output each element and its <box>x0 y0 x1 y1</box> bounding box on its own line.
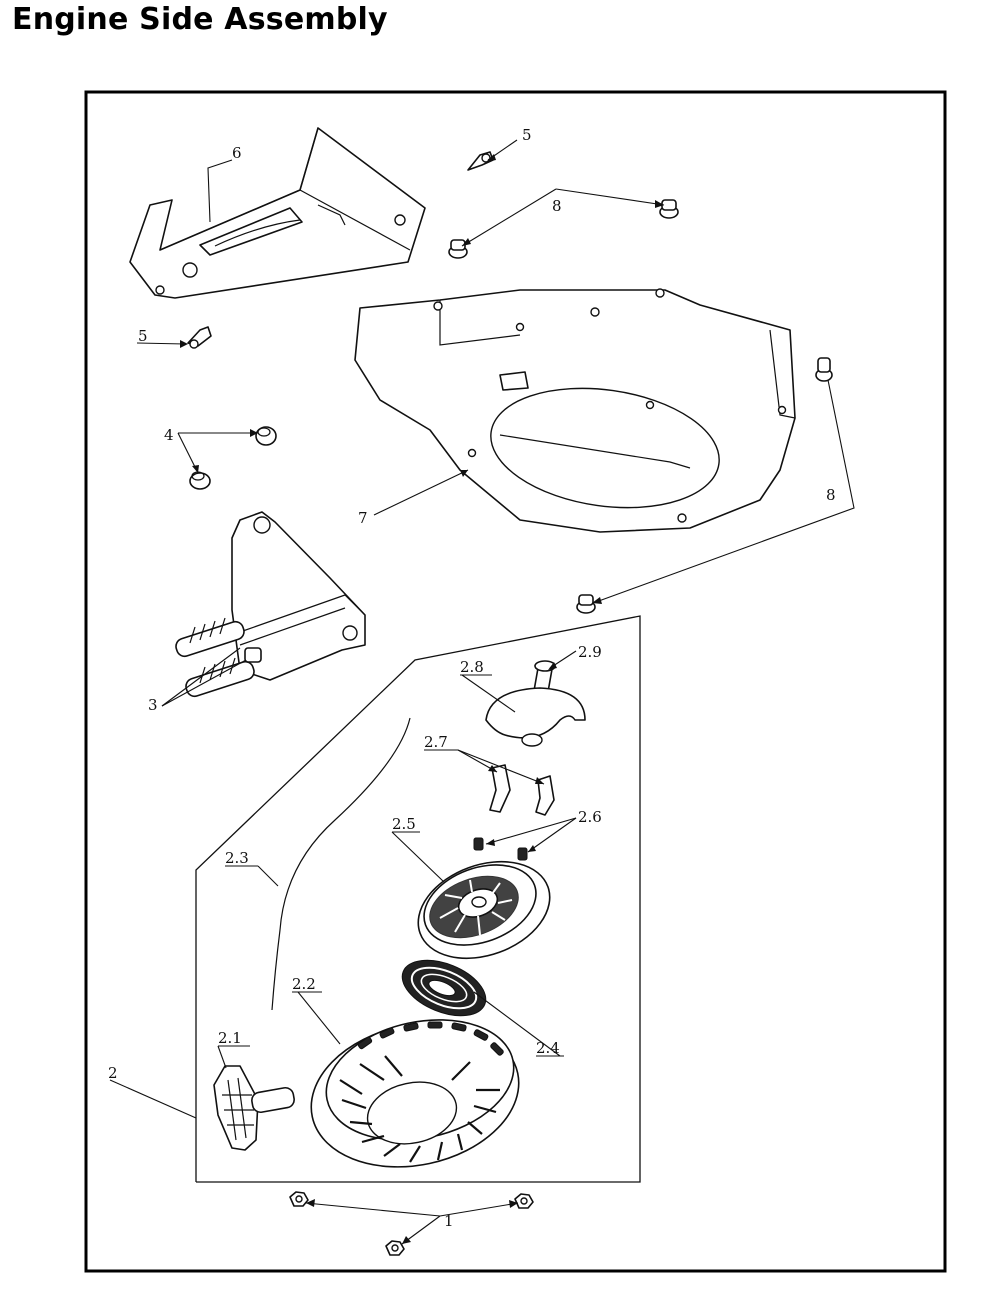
callout-2-5: 2.5 <box>392 815 416 833</box>
callout-2-7: 2.7 <box>424 733 448 751</box>
starter-pulley-part-2-5 <box>417 860 551 960</box>
spring-part-2-6-b <box>517 847 528 861</box>
callout-2-9: 2.9 <box>578 643 602 661</box>
callout-7: 7 <box>358 509 368 527</box>
callout-3: 3 <box>148 696 158 714</box>
flange-nut-part-1-a <box>289 1191 309 1207</box>
starter-handle-part-2-1 <box>213 1065 295 1151</box>
callout-5-top: 5 <box>522 126 532 144</box>
recoil-spring-part-2-4 <box>401 959 487 1017</box>
page-title: Engine Side Assembly <box>12 2 388 37</box>
bolt-part-8-c <box>815 357 833 382</box>
nut-part-4-b <box>189 471 211 490</box>
callout-6: 6 <box>232 144 242 162</box>
ratchet-plate-part-2-8 <box>485 687 586 747</box>
rubber-mount-lower <box>185 657 255 698</box>
flange-nut-part-1-c <box>385 1240 405 1256</box>
diagram-frame <box>84 90 947 1273</box>
bolt-part-8-d <box>576 594 596 614</box>
starter-housing-part-2-2 <box>310 1019 520 1168</box>
bracket-part-6 <box>129 127 426 299</box>
callout-1: 1 <box>444 1212 454 1230</box>
nut-part-4-a <box>255 426 277 446</box>
callout-2: 2 <box>108 1064 118 1082</box>
callout-2-6: 2.6 <box>578 808 602 826</box>
callout-8-right: 8 <box>826 486 836 504</box>
starter-rope-part-2-3 <box>271 717 411 1011</box>
mount-bracket-part-3 <box>175 511 366 698</box>
callout-2-4: 2.4 <box>536 1039 560 1057</box>
callout-8-top: 8 <box>552 197 562 215</box>
pawl-part-2-7-b <box>535 775 555 816</box>
fan-shroud-part-7 <box>354 288 796 533</box>
callout-4: 4 <box>164 426 174 444</box>
callout-2-8: 2.8 <box>460 658 484 676</box>
callout-2-3: 2.3 <box>225 849 249 867</box>
callout-underlines <box>218 674 564 1057</box>
starter-group-outline <box>195 615 641 1183</box>
flange-nut-part-1-b <box>514 1193 534 1209</box>
callout-2-2: 2.2 <box>292 975 316 993</box>
callout-5-left: 5 <box>138 327 148 345</box>
bolt-part-8-a <box>659 199 679 219</box>
rubber-mount-upper <box>175 617 245 658</box>
pin-part-5-left <box>187 326 212 349</box>
spring-part-2-6-a <box>473 837 484 851</box>
pawl-part-2-7-a <box>489 764 511 813</box>
bolt-part-8-b <box>448 239 468 259</box>
leader-lines <box>109 139 855 1245</box>
callout-2-1: 2.1 <box>218 1029 242 1047</box>
